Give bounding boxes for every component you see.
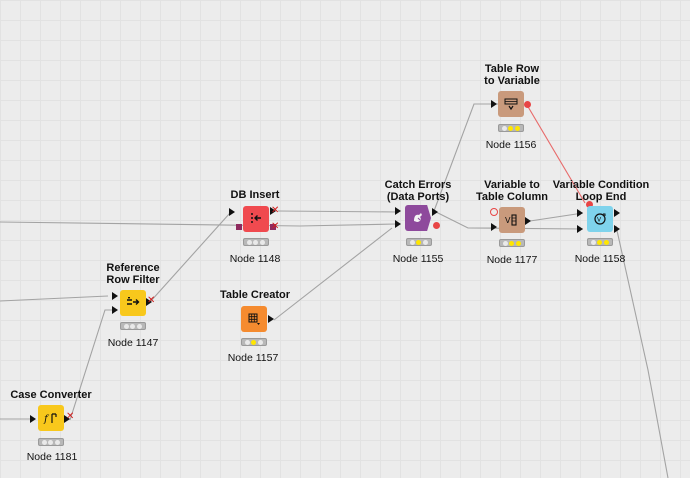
- node-table-row-to-variable[interactable]: [498, 91, 528, 121]
- node-case-converter[interactable]: f: [38, 405, 68, 435]
- db-insert-status-lights: [243, 238, 269, 246]
- variable-to-table-column-node-label: Node 1177: [486, 254, 538, 266]
- case-converter-input-port[interactable]: [30, 415, 36, 423]
- catch-errors-title: Catch Errors (Data Ports): [384, 179, 452, 203]
- table-creator-body[interactable]: [241, 306, 267, 332]
- catch-errors-status-lights: [406, 238, 432, 246]
- db-insert-icon: [251, 213, 261, 223]
- catch-errors-input-top[interactable]: [395, 207, 401, 215]
- variable-condition-loop-end-icon: V: [594, 213, 606, 225]
- catch-errors-icon: [414, 213, 422, 222]
- node-table-creator[interactable]: [241, 306, 271, 336]
- reference-row-filter-output-port[interactable]: [146, 298, 152, 306]
- table-creator-title: Table Creator: [219, 289, 291, 301]
- reference-row-filter-status-lights: [120, 322, 146, 330]
- table-creator-status-lights: [241, 338, 267, 346]
- svg-text:V: V: [597, 217, 602, 224]
- connection-catch-errors-to-var-col: [433, 210, 496, 229]
- node-catch-errors[interactable]: [405, 205, 435, 235]
- table-creator-node-label: Node 1157: [227, 352, 279, 364]
- connection-left-to-row-filter: [0, 295, 109, 302]
- variable-condition-loop-end-node-label: Node 1158: [574, 253, 626, 265]
- table-row-to-variable-body[interactable]: [498, 91, 524, 117]
- case-converter-error-x: ✕: [66, 411, 75, 422]
- table-row-to-variable-node-label: Node 1156: [485, 139, 537, 151]
- variable-condition-loop-end-output-bottom[interactable]: [614, 225, 620, 233]
- reference-row-filter-input-top[interactable]: [112, 292, 118, 300]
- case-converter-icon: f: [43, 413, 57, 425]
- connection-case-converter-to-row-filter: [69, 309, 112, 421]
- catch-errors-node-label: Node 1155: [392, 253, 444, 265]
- catch-errors-input-bottom[interactable]: [395, 220, 401, 228]
- case-converter-title: Case Converter: [10, 389, 92, 401]
- variable-condition-loop-end-status-lights: [587, 238, 613, 246]
- db-insert-error-x-top: ✕: [271, 205, 280, 216]
- connection-table-creator-to-catch-errors: [273, 227, 393, 321]
- connection-left-to-catch-errors: [0, 221, 397, 227]
- variable-condition-loop-end-flow-input-port[interactable]: [586, 201, 593, 208]
- table-creator-output-port[interactable]: [268, 315, 274, 323]
- catch-errors-output-port[interactable]: [432, 208, 438, 216]
- db-insert-data-input-port[interactable]: [229, 208, 235, 216]
- node-reference-row-filter[interactable]: [120, 290, 150, 320]
- db-insert-body[interactable]: [243, 206, 269, 232]
- db-insert-data-output-port[interactable]: [270, 207, 276, 215]
- db-insert-node-label: Node 1148: [229, 253, 281, 265]
- table-row-to-variable-icon: [504, 98, 518, 111]
- table-row-to-variable-flow-output-port[interactable]: [524, 101, 531, 108]
- connection-db-insert-to-catch-errors: [277, 210, 399, 213]
- reference-row-filter-node-label: Node 1147: [107, 337, 159, 349]
- table-creator-icon: [248, 313, 260, 325]
- variable-condition-loop-end-body[interactable]: V: [587, 206, 613, 232]
- svg-text:f: f: [43, 414, 50, 425]
- table-row-to-variable-status-lights: [498, 124, 524, 132]
- db-insert-error-x-bottom: ✕: [271, 221, 280, 232]
- variable-to-table-column-body[interactable]: V: [499, 207, 525, 233]
- variable-to-table-column-output-port[interactable]: [525, 217, 531, 225]
- variable-to-table-column-icon: V: [505, 214, 517, 226]
- svg-text:V: V: [505, 216, 511, 225]
- variable-to-table-column-flow-input-port[interactable]: [490, 208, 498, 216]
- case-converter-body[interactable]: f: [38, 405, 64, 431]
- node-variable-condition-loop-end[interactable]: V: [587, 206, 617, 236]
- reference-row-filter-icon: [127, 297, 140, 305]
- reference-row-filter-title: Reference Row Filter: [106, 262, 160, 286]
- variable-condition-loop-end-input-top[interactable]: [577, 209, 583, 217]
- table-row-to-variable-title: Table Row to Variable: [484, 63, 540, 87]
- variable-condition-loop-end-input-bottom[interactable]: [577, 225, 583, 233]
- catch-errors-body[interactable]: [405, 205, 431, 231]
- reference-row-filter-error-x: ✕: [147, 295, 156, 306]
- variable-to-table-column-input-port[interactable]: [491, 223, 497, 231]
- variable-to-table-column-status-lights: [499, 239, 525, 247]
- node-variable-to-table-column[interactable]: V: [499, 207, 529, 237]
- catch-errors-flow-variable-port[interactable]: [433, 222, 440, 229]
- case-converter-node-label: Node 1181: [26, 451, 78, 463]
- case-converter-status-lights: [38, 438, 64, 446]
- case-converter-output-port[interactable]: [64, 415, 70, 423]
- table-row-to-variable-input-port[interactable]: [491, 100, 497, 108]
- reference-row-filter-input-bottom[interactable]: [112, 306, 118, 314]
- db-insert-db-input-port[interactable]: [236, 224, 242, 230]
- db-insert-db-output-port[interactable]: [270, 224, 276, 230]
- node-db-insert[interactable]: [243, 206, 273, 236]
- db-insert-title: DB Insert: [230, 189, 280, 201]
- variable-to-table-column-title: Variable to Table Column: [476, 179, 548, 203]
- variable-condition-loop-end-title: Variable Condition Loop End: [552, 179, 650, 203]
- variable-condition-loop-end-output-top[interactable]: [614, 209, 620, 217]
- connection-var-col-to-loop-end: [529, 212, 584, 222]
- reference-row-filter-body[interactable]: [120, 290, 146, 316]
